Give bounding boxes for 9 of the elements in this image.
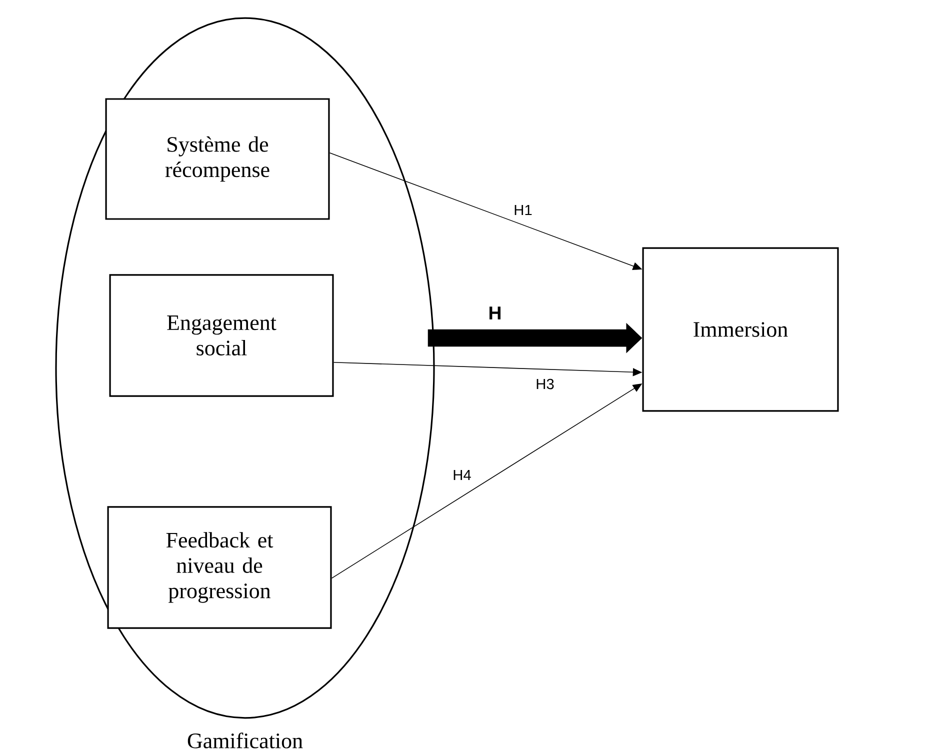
text-box: Engagement social bbox=[109, 274, 334, 397]
text-box: Feedback et niveau de progression bbox=[107, 506, 332, 629]
node-label: Gamification bbox=[188, 732, 303, 748]
edge-label: H1 bbox=[512, 204, 534, 216]
edge-label: H3 bbox=[534, 377, 556, 391]
text-box: Système de récompense bbox=[105, 98, 330, 220]
edge-label: H bbox=[486, 305, 504, 321]
edge-label: H4 bbox=[451, 468, 473, 482]
text-box: Immersion bbox=[642, 247, 839, 412]
